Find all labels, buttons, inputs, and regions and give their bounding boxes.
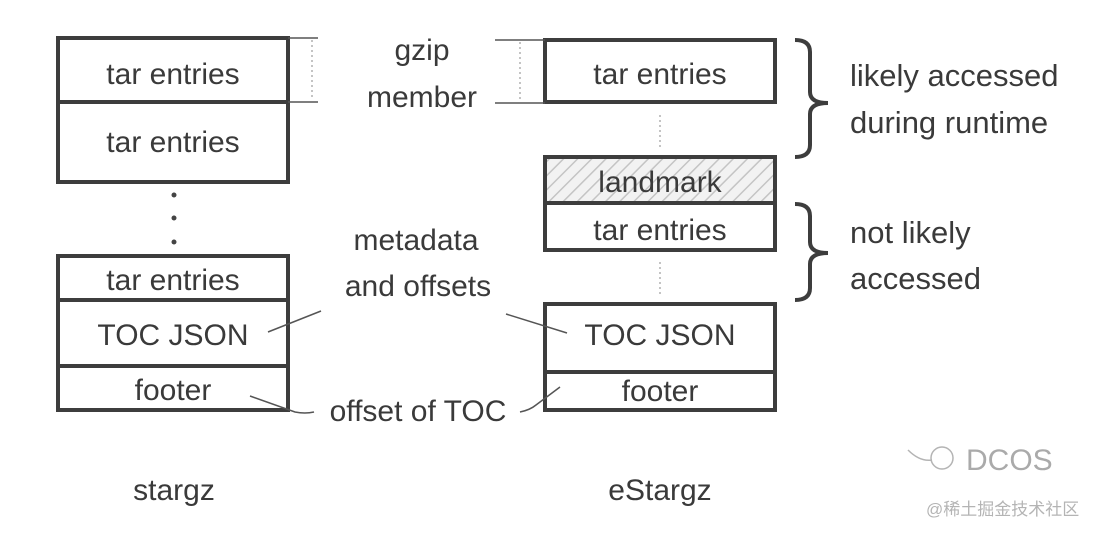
estargz-column: tar entries landmark tar entries TOC JSO… [543, 38, 777, 507]
metadata-label: metadata [353, 224, 478, 257]
offset-of-toc-label: offset of TOC [330, 395, 507, 428]
estargz-landmark-label: landmark [598, 166, 722, 199]
not-likely-accessed-brace: not likely accessed [794, 202, 981, 302]
estargz-tar-entries-label-2: tar entries [593, 214, 726, 247]
stargz-tar-entries-label-1: tar entries [106, 58, 239, 91]
estargz-footer-label: footer [622, 375, 699, 408]
estargz-toc-json-label: TOC JSON [584, 319, 735, 352]
stargz-toc-json-label: TOC JSON [97, 319, 248, 352]
metadata-annotation: metadata and offsets [267, 224, 568, 334]
watermark-brand: DCOS [966, 444, 1053, 477]
estargz-tar-entries-label-1: tar entries [593, 58, 726, 91]
stargz-tar-entries-block-2 [56, 100, 290, 184]
likely-accessed-label: likely accessed [850, 58, 1058, 93]
stargz-tar-entries-label-2: tar entries [106, 126, 239, 159]
stargz-column: tar entries tar entries tar entries TOC … [56, 36, 290, 507]
stargz-title: stargz [133, 474, 215, 507]
watermark-site: @稀土掘金技术社区 [926, 500, 1079, 519]
stargz-ellipsis [171, 192, 177, 245]
gzip-member-annotation: gzip member [288, 34, 545, 114]
estargz-landmark-block [543, 155, 777, 205]
estargz-title: eStargz [608, 474, 711, 507]
stargz-footer-label: footer [135, 374, 212, 407]
estargz-tar-entries-block-2 [543, 201, 777, 252]
likely-accessed-brace: likely accessed during runtime [794, 38, 1058, 159]
estargz-tar-entries-block-1 [543, 38, 777, 104]
stargz-tar-entries-label-3: tar entries [106, 264, 239, 297]
during-runtime-label: during runtime [850, 105, 1048, 140]
not-likely-label: not likely [850, 215, 971, 250]
estargz-footer-block [543, 370, 777, 412]
stargz-toc-json-block [56, 298, 290, 368]
gzip-label: gzip [394, 34, 449, 67]
member-label: member [367, 81, 477, 114]
estargz-toc-json-block [543, 302, 777, 374]
watermark: DCOS @稀土掘金技术社区 [907, 444, 1079, 519]
offset-of-toc-annotation: offset of TOC [249, 386, 561, 428]
and-offsets-label: and offsets [345, 270, 491, 303]
accessed-label: accessed [850, 261, 981, 296]
wechat-logo-icon [907, 446, 954, 470]
stargz-footer-block [56, 364, 290, 412]
